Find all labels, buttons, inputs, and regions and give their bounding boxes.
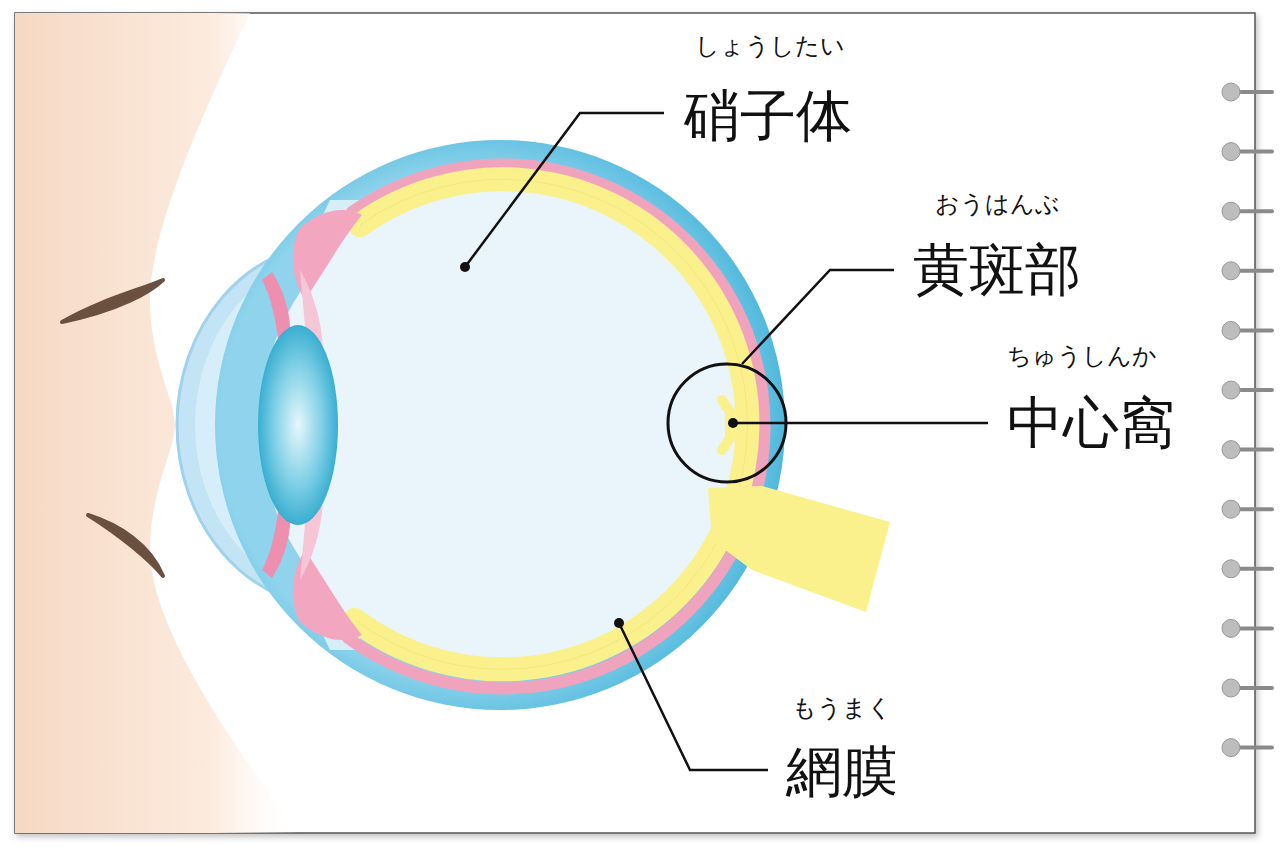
part-name: 網膜 xyxy=(786,741,898,803)
furigana: しょうしたい xyxy=(695,33,845,59)
leader-dot xyxy=(460,262,470,272)
ring-hole xyxy=(1222,83,1240,101)
ring-hole xyxy=(1222,560,1240,578)
furigana: おうはんぶ xyxy=(935,191,1060,217)
retina-edge xyxy=(355,179,747,669)
ring-hole xyxy=(1222,381,1240,399)
retina xyxy=(355,179,747,669)
ring-hole xyxy=(1222,739,1240,757)
leader-line xyxy=(619,623,768,770)
part-name: 硝子体 xyxy=(684,85,852,147)
frame xyxy=(15,13,1255,833)
leader-line xyxy=(465,113,664,267)
ring-hole xyxy=(1222,321,1240,339)
leader-dot xyxy=(614,618,624,628)
ring-hole xyxy=(1222,500,1240,518)
eyelash xyxy=(88,515,163,576)
leader-line xyxy=(733,422,988,425)
furigana: もうまく xyxy=(792,695,892,721)
ring-hole xyxy=(1222,679,1240,697)
ring-hole xyxy=(1222,619,1240,637)
binding-rings xyxy=(1222,83,1272,757)
ring-hole xyxy=(1222,441,1240,459)
part-name: 黄斑部 xyxy=(913,239,1081,301)
optic-nerve xyxy=(708,486,890,612)
furigana: ちゅうしんか xyxy=(1007,343,1157,369)
sclera xyxy=(215,140,785,710)
ring-hole xyxy=(1222,143,1240,161)
lens xyxy=(258,325,338,525)
ring-hole xyxy=(1222,262,1240,280)
leader-line xyxy=(742,270,894,364)
leader-dot xyxy=(728,418,738,428)
part-name: 中心窩 xyxy=(1007,392,1175,454)
ring-hole xyxy=(1222,202,1240,220)
eyelash xyxy=(62,280,163,322)
